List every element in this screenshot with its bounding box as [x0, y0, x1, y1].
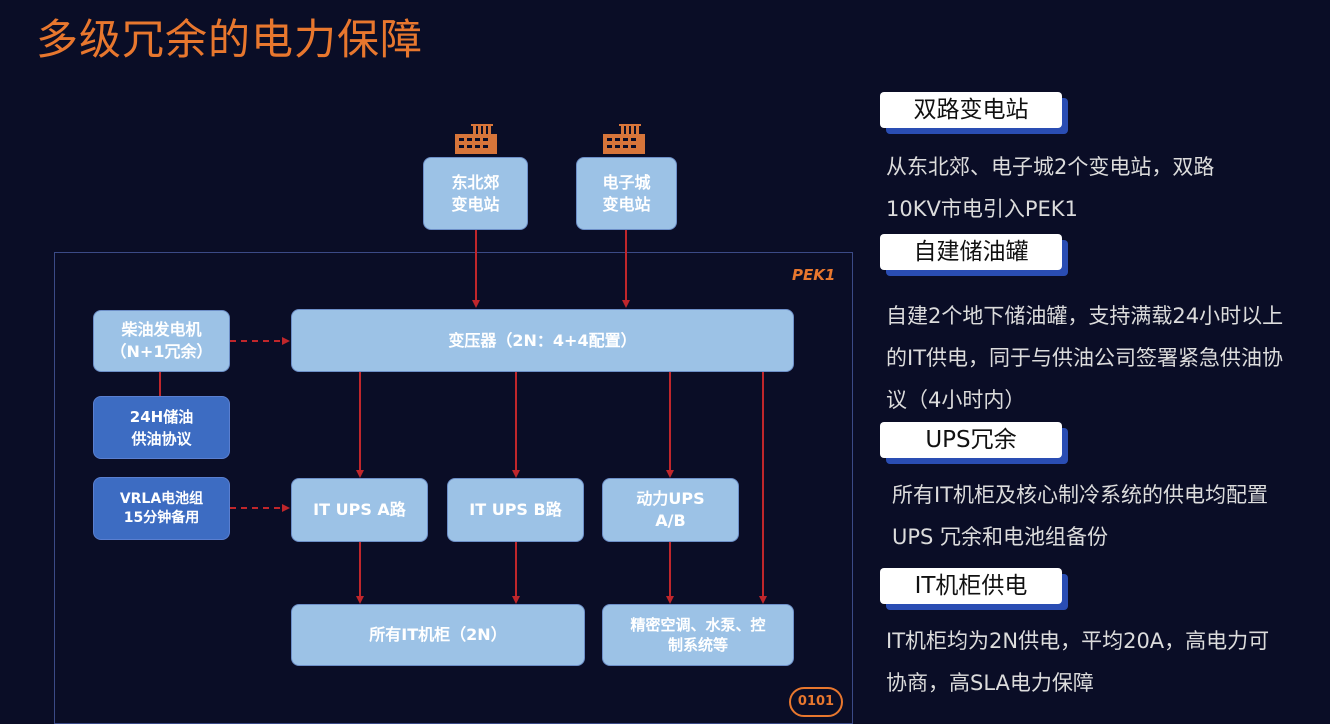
it-ups-a-node: IT UPS A路 — [291, 478, 428, 542]
it-racks-node: 所有IT机柜（2N） — [291, 604, 585, 666]
feature-tag-it-rack-power: IT机柜供电 — [880, 568, 1062, 604]
substation-dongbeijiao-node: 东北郊 变电站 — [423, 157, 528, 230]
feature-text-dual-substation: 从东北郊、电子城2个变电站，双路 10KV市电引入PEK1 — [886, 155, 1215, 221]
cooling-systems-node: 精密空调、水泵、控 制系统等 — [602, 604, 794, 666]
feature-text-ups-redundancy: 所有IT机柜及核心制冷系统的供电均配置 UPS 冗余和电池组备份 — [892, 483, 1269, 549]
factory-icon — [455, 124, 497, 154]
feature-text-it-rack-power: IT机柜均为2N供电，平均20A，高电力可 协商，高SLA电力保障 — [886, 629, 1270, 695]
feature-text-oil-tank: 自建2个地下储油罐，支持满载24小时以上 的IT供电，同于与供油公司签署紧急供油… — [886, 304, 1284, 412]
substation-dianzicheng-node: 电子城 变电站 — [576, 157, 677, 230]
diesel-generator-node: 柴油发电机 （N+1冗余） — [93, 310, 230, 372]
vrla-battery-node: VRLA电池组 15分钟备用 — [93, 477, 230, 540]
fuel-contract-node: 24H储油 供油协议 — [93, 396, 230, 459]
it-ups-b-node: IT UPS B路 — [447, 478, 584, 542]
factory-icon — [603, 124, 645, 154]
feature-tag-oil-tank: 自建储油罐 — [880, 234, 1062, 270]
pek1-label: PEK1 — [792, 266, 836, 284]
power-ups-node: 动力UPS A/B — [602, 478, 739, 542]
transformer-node: 变压器（2N：4+4配置） — [291, 309, 794, 372]
page-title: 多级冗余的电力保障 — [36, 15, 424, 64]
feature-tag-dual-substation: 双路变电站 — [880, 92, 1062, 128]
brand-logo: 0101 — [789, 687, 843, 717]
feature-tag-ups-redundancy: UPS冗余 — [880, 422, 1062, 458]
